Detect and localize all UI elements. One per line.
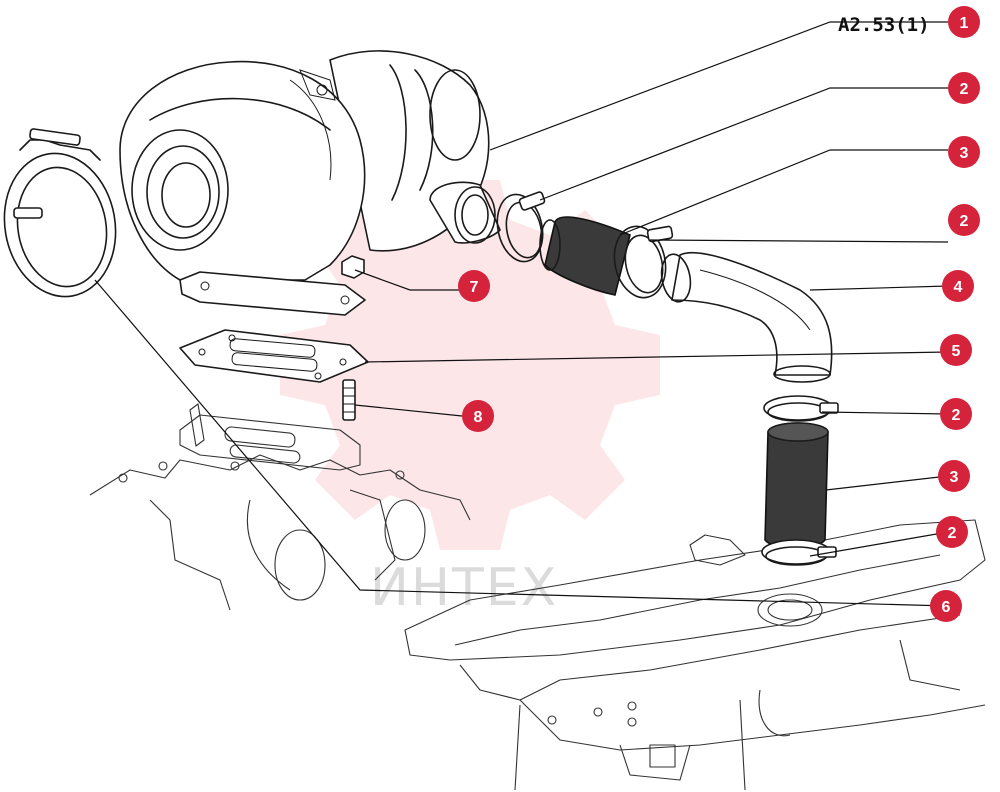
svg-text:2: 2 xyxy=(948,525,957,542)
callout-2-upper: 2 xyxy=(948,72,980,104)
svg-text:1: 1 xyxy=(960,15,969,32)
callout-2-middle: 2 xyxy=(948,204,980,236)
hose-upper xyxy=(539,216,631,296)
hose-clamp-upper xyxy=(496,191,546,263)
hose-clamp-lower-top xyxy=(763,395,839,422)
elbow-pipe xyxy=(660,251,833,383)
v-band-clamp xyxy=(3,128,117,298)
watermark-text: ИНТЕХ xyxy=(370,558,558,618)
figure-reference: A2.53(1) xyxy=(838,14,930,36)
turbocharger xyxy=(119,50,501,316)
leader-lines xyxy=(94,21,949,607)
svg-text:3: 3 xyxy=(950,469,959,486)
callout-2-lower-bottom: 2 xyxy=(936,516,968,548)
callout-6: 6 xyxy=(930,590,962,622)
engine-block xyxy=(89,403,986,791)
svg-text:2: 2 xyxy=(960,81,969,98)
hose-lower xyxy=(764,422,829,550)
svg-text:5: 5 xyxy=(952,343,961,360)
svg-text:4: 4 xyxy=(954,279,963,296)
callout-3-upper: 3 xyxy=(948,136,980,168)
callout-7: 7 xyxy=(458,270,490,302)
svg-text:7: 7 xyxy=(470,279,479,296)
svg-text:8: 8 xyxy=(474,409,483,426)
svg-text:2: 2 xyxy=(960,213,969,230)
callout-5: 5 xyxy=(940,334,972,366)
callout-3-lower: 3 xyxy=(938,460,970,492)
svg-text:2: 2 xyxy=(952,407,961,424)
hose-clamp-middle xyxy=(613,225,674,299)
callout-8: 8 xyxy=(462,400,494,432)
callout-2-lower-top: 2 xyxy=(940,398,972,430)
stud xyxy=(342,379,356,421)
svg-text:6: 6 xyxy=(942,599,951,616)
callout-4: 4 xyxy=(942,270,974,302)
callout-1: 1 xyxy=(948,6,980,38)
hose-clamp-lower-bottom xyxy=(761,539,837,566)
svg-text:3: 3 xyxy=(960,145,969,162)
